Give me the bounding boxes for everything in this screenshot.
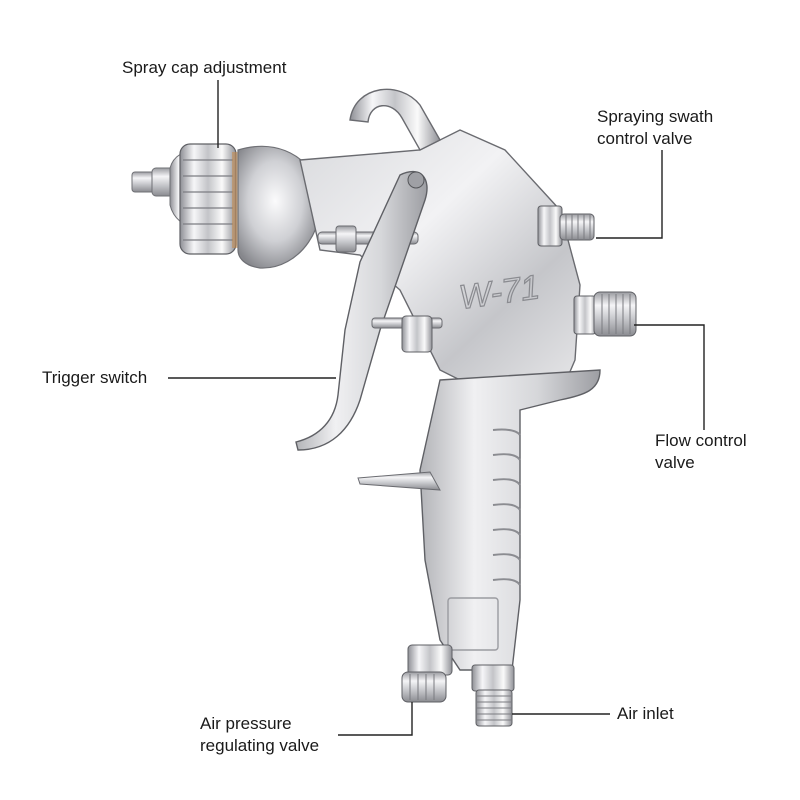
label-flow-control-valve: Flow control valve (655, 430, 747, 474)
label-flow-line2: valve (655, 453, 695, 472)
label-air-pressure-line2: regulating valve (200, 736, 320, 755)
label-spray-cap-text: Spray cap adjustment (122, 58, 287, 77)
label-trigger-switch: Trigger switch (42, 367, 147, 389)
air-pressure-valve (401, 644, 453, 703)
packing-nut (371, 315, 443, 353)
label-swath-line2: control valve (597, 129, 693, 148)
label-swath-line1: Spraying swath (597, 107, 714, 126)
leader-flow (634, 324, 705, 430)
spray-cap (169, 143, 240, 255)
fluid-head (237, 145, 322, 269)
leader-swath (596, 150, 663, 239)
label-spray-cap-adjustment: Spray cap adjustment (122, 57, 286, 79)
air-inlet-fitting (471, 664, 515, 727)
handle (357, 369, 601, 671)
label-spraying-swath-control-valve: Spraying swath control valve (597, 106, 713, 150)
flow-valve-knob (573, 291, 637, 337)
swath-valve-knob (537, 205, 595, 247)
label-air-inlet: Air inlet (617, 703, 674, 725)
trigger (295, 170, 428, 451)
leader-lines (168, 80, 705, 736)
label-air-inlet-text: Air inlet (617, 704, 674, 723)
label-air-pressure-line1: Air pressure (200, 714, 292, 733)
label-flow-line1: Flow control (655, 431, 747, 450)
label-trigger-text: Trigger switch (42, 368, 148, 387)
nozzle-tip (131, 167, 177, 197)
leader-air-pressure (338, 702, 413, 736)
label-air-pressure-regulating-valve: Air pressure regulating valve (200, 713, 319, 757)
